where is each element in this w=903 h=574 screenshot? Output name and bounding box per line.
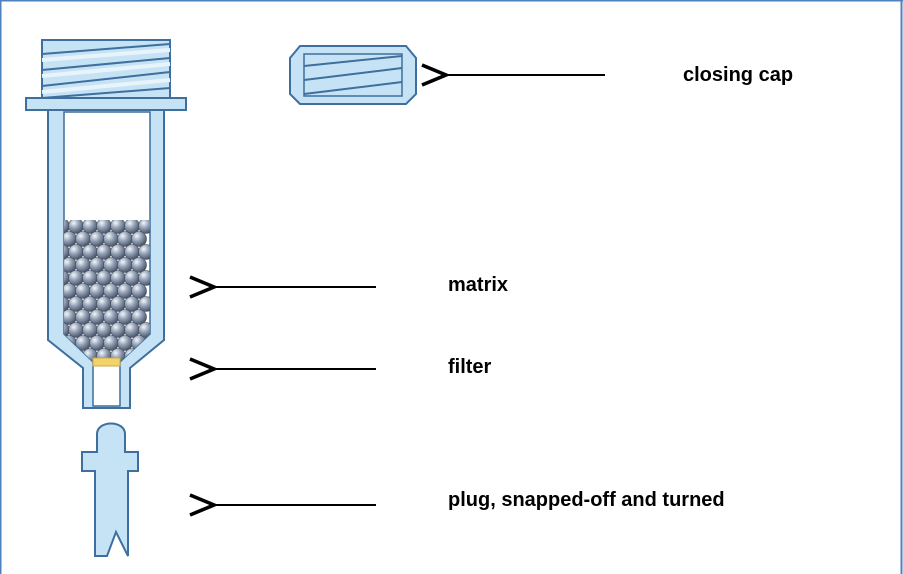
matrix-bead — [110, 270, 126, 286]
matrix-bead — [68, 244, 84, 260]
closing-cap — [289, 45, 417, 105]
column-flange — [25, 97, 187, 111]
matrix-beads — [64, 220, 150, 362]
plug — [81, 422, 139, 557]
matrix-bead — [96, 322, 112, 338]
matrix-bead — [96, 270, 112, 286]
column-thread — [41, 39, 171, 101]
matrix-bead — [68, 220, 84, 234]
matrix-bead — [75, 257, 91, 273]
matrix-bead — [103, 309, 119, 325]
matrix-bead — [68, 322, 84, 338]
matrix-bead — [117, 309, 133, 325]
matrix-bead — [96, 244, 112, 260]
matrix-label: matrix — [448, 274, 509, 296]
matrix-bead — [82, 220, 98, 234]
matrix-bead — [96, 220, 112, 234]
closing-cap-label: closing cap — [683, 64, 794, 86]
matrix-bead — [89, 335, 105, 351]
matrix-bead — [124, 296, 140, 312]
matrix-bead — [138, 244, 150, 260]
matrix-bead — [110, 296, 126, 312]
matrix-bead — [68, 296, 84, 312]
matrix-bead — [103, 257, 119, 273]
filter-label: filter — [448, 356, 492, 378]
matrix-bead — [117, 283, 133, 299]
matrix-bead — [103, 335, 119, 351]
matrix-bead — [131, 231, 147, 247]
matrix-bead — [110, 322, 126, 338]
matrix-bead — [110, 220, 126, 234]
matrix-bead — [124, 270, 140, 286]
matrix-bead — [96, 296, 112, 312]
matrix-bead — [89, 283, 105, 299]
matrix-bead — [75, 309, 91, 325]
matrix-bead — [82, 244, 98, 260]
matrix-bead — [138, 296, 150, 312]
plug-label: plug, snapped-off and turned — [448, 489, 725, 511]
matrix-bead — [103, 283, 119, 299]
matrix-bead — [82, 270, 98, 286]
matrix-bead — [110, 244, 126, 260]
matrix-bead — [89, 309, 105, 325]
matrix-bead — [103, 231, 119, 247]
matrix-bead — [138, 270, 150, 286]
matrix-bead — [131, 283, 147, 299]
matrix-bead — [117, 231, 133, 247]
matrix-bead — [89, 231, 105, 247]
filter-disc — [92, 357, 121, 367]
matrix-bead — [138, 322, 150, 338]
matrix-bead — [131, 257, 147, 273]
matrix-bead — [131, 309, 147, 325]
matrix-bead — [82, 296, 98, 312]
matrix-bead — [124, 322, 140, 338]
matrix-bead — [68, 270, 84, 286]
spin-column — [25, 39, 187, 409]
matrix-bead — [117, 257, 133, 273]
matrix-bead — [124, 220, 140, 234]
matrix-bead — [138, 220, 150, 234]
matrix-bead — [82, 322, 98, 338]
matrix-bead — [124, 244, 140, 260]
matrix-bead — [117, 335, 133, 351]
matrix-bead — [75, 283, 91, 299]
matrix-bead — [89, 257, 105, 273]
matrix-bead — [75, 231, 91, 247]
